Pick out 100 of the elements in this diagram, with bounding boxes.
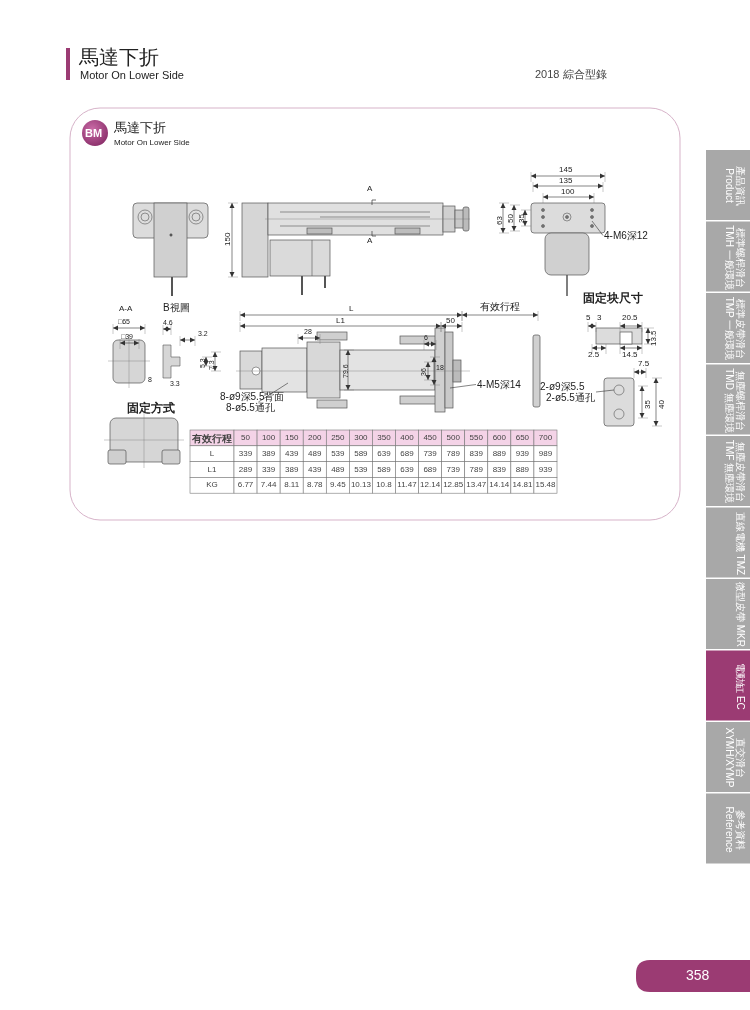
table-value: 439 [285,449,299,459]
dimension-label: 2.5 [588,351,600,360]
dimension-label: 50 [446,317,455,326]
table-value: 789 [469,465,483,475]
table-value: 339 [238,449,253,459]
table-value: 450 [423,434,437,443]
table-value: 939 [515,449,530,459]
table-value: 500 [446,434,460,443]
side-tab-label: 直交滑台 XYMH/XYMP [724,726,745,790]
table-value: 550 [469,434,483,443]
table-value: 439 [308,465,322,475]
table-value: 14.81 [512,481,533,491]
callout-label: 4-M6深12 [604,230,648,241]
leader-line [449,384,477,389]
page-number: 358 [686,968,710,984]
table-value: 400 [400,434,414,443]
table-value: 339 [261,465,276,475]
table-value: 389 [261,449,276,459]
table-value: 639 [377,449,391,459]
view-label: B視圖 [163,302,190,313]
table-value: 200 [308,434,322,443]
table-value: 839 [492,465,506,475]
table-value: 889 [515,465,530,475]
table-value: 889 [492,449,506,459]
table-value: 12.85 [443,481,464,491]
dimension-label: 3 [597,314,602,323]
table-value: 739 [423,449,437,459]
table-value: 8.78 [306,481,323,491]
view-heading: 固定块尺寸 [583,292,643,306]
table-value: 689 [400,449,414,459]
dimension-label: 40 [658,400,667,409]
table-value: 539 [331,449,345,459]
side-tab-label: 無塵螺桿滑台TMD 無塵環境 [724,366,745,434]
page-subtitle: Motor On Lower Side [80,69,184,82]
table-value: 10.8 [376,481,392,491]
table-value: 50 [241,434,250,443]
view-heading: 固定方式 [127,402,175,416]
table-value: 789 [446,449,460,459]
leader-line [591,220,604,236]
dimension-label: 5 [586,314,591,323]
view-label: A-A [119,305,133,314]
row-header: 有效行程 [192,433,232,444]
table-value: 700 [538,434,553,443]
table-value: 8.11 [284,481,300,491]
dimension-label: 145 [559,166,573,175]
catalog-label: 2018 綜合型錄 [535,68,607,81]
row-header: KG [206,481,218,491]
dimension-label: 35 [644,400,653,409]
table-value: 650 [515,434,530,443]
table-value: 739 [446,465,460,475]
table-value: 100 [261,434,276,443]
dimension-label: 63 [496,216,505,225]
table-value: 639 [400,465,414,475]
side-tab-label: 產品資訊 Product [724,164,745,208]
leader-line [258,382,289,403]
side-tab-label: 參考資料 Reference [724,804,745,855]
table-value: 10.13 [350,481,371,491]
table-value: 589 [377,465,391,475]
dimension-label: L1 [336,317,345,326]
dimension-label: 13.5 [650,330,659,346]
table-value: 600 [492,434,506,443]
table-value: 539 [354,465,368,475]
badge-text: BM [85,127,103,140]
side-tab-label: 直線電機 TMZ [734,510,745,577]
table-value: 7.44 [260,481,277,491]
table-value: 939 [538,465,553,475]
side-tab-label: 微型皮帶 MKR [734,581,745,648]
table-value: 6.77 [237,481,254,491]
callout-label: 2-ø9深5.5 2-ø5.5通孔 [540,381,595,403]
page-title: 馬達下折 [79,46,159,68]
table-value: 350 [377,434,391,443]
table-value: 15.48 [535,481,556,491]
side-tab-label: 電動缸 EC [734,661,745,712]
table-value: 589 [354,449,368,459]
table-value: 14.14 [489,481,510,491]
table-value: 389 [285,465,299,475]
dimension-label: 14.5 [622,351,638,360]
row-header: L1 [207,465,217,475]
dimension-label: 50 [507,214,516,223]
table-value: 839 [469,449,483,459]
table-value: 250 [331,434,345,443]
dimension-label: 35 [518,214,527,223]
table-value: 489 [308,449,322,459]
dimension-label: L [349,305,354,314]
table-value: 9.45 [330,481,346,491]
dimension-label: 7.5 [638,360,650,369]
section-mark: A [367,237,373,246]
callout-label: 4-M5深14 [477,379,521,390]
dimension-label: 20.5 [622,314,638,323]
table-value: 11.47 [397,481,417,491]
table-value: 689 [423,465,437,475]
table-value: 12.14 [420,481,441,491]
table-value: 989 [538,449,553,459]
dimension-label: 有效行程 [480,301,520,312]
callout-label: 8-ø9深5.5背面 8-ø5.5通孔 [220,391,285,413]
section-subtitle: Motor On Lower Side [114,139,190,148]
table-value: 13.47 [466,481,487,491]
section-title: 馬達下折 [114,121,166,136]
table-value: 300 [354,434,368,443]
dimension-label: 135 [559,177,573,186]
